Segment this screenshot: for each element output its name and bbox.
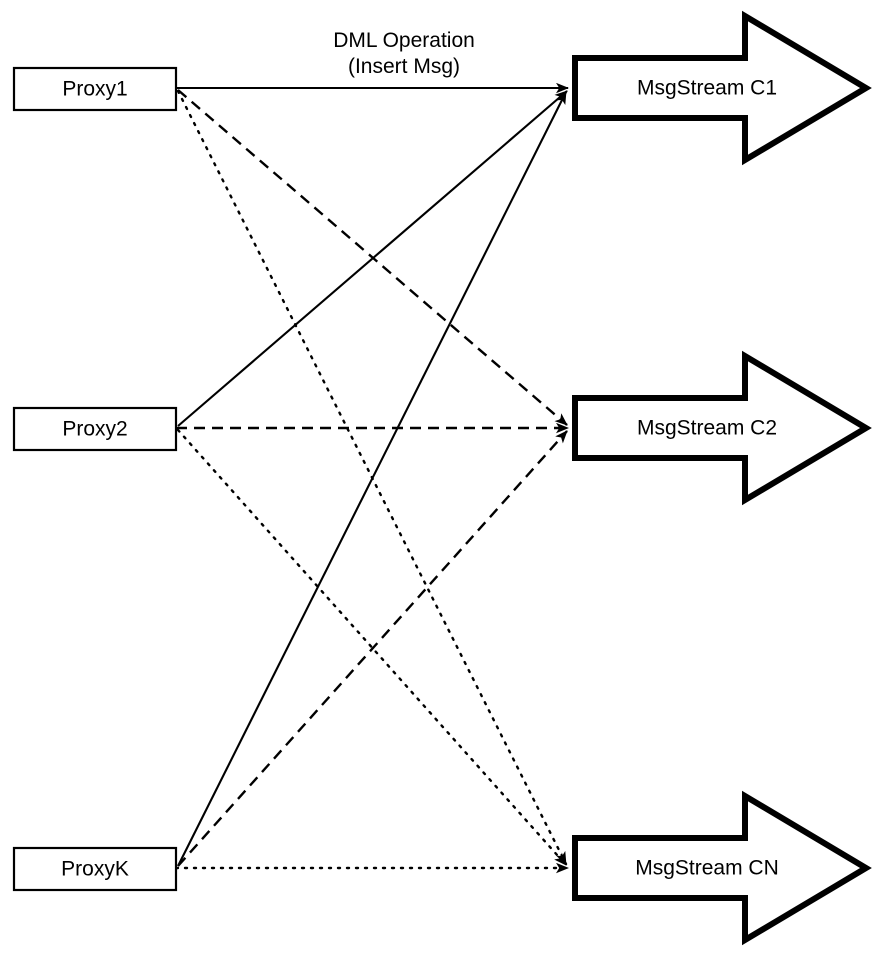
edge-proxyk-to-stream-c1: [177, 91, 567, 867]
proxy1-box[interactable]: [12, 66, 178, 112]
stream-c1-arrow-shape[interactable]: [572, 10, 872, 166]
proxy-node-proxy2[interactable]: Proxy2: [12, 406, 178, 452]
stream-node-c1[interactable]: MsgStream C1: [572, 10, 872, 166]
edge-proxy2-to-stream-cn: [176, 428, 568, 867]
proxy1-label: Proxy1: [62, 78, 127, 101]
edge-proxyk-to-stream-c2: [177, 430, 568, 867]
stream-node-cn[interactable]: MsgStream CN: [572, 790, 872, 946]
edge-proxy2-to-stream-c1: [177, 90, 568, 427]
stream-cn-arrow-shape[interactable]: [572, 790, 872, 946]
proxy-node-proxyk[interactable]: ProxyK: [12, 846, 178, 892]
edge-group-proxy2: [176, 90, 569, 867]
dml-operation-title: DML Operation: [333, 29, 475, 52]
dml-operation-label-group: DML Operation (Insert Msg): [333, 29, 475, 78]
stream-cn-label: MsgStream CN: [635, 857, 779, 880]
edge-group-proxyk: [174, 91, 570, 874]
proxy2-box[interactable]: [12, 406, 178, 452]
proxyk-box[interactable]: [12, 846, 178, 892]
stream-c2-label: MsgStream C2: [637, 417, 777, 440]
stream-node-c2[interactable]: MsgStream C2: [572, 350, 872, 506]
proxy2-label: Proxy2: [62, 418, 127, 441]
stream-c2-arrow-shape[interactable]: [572, 350, 872, 506]
stream-c1-label: MsgStream C1: [637, 77, 777, 100]
dml-operation-subtitle: (Insert Msg): [348, 55, 460, 78]
proxy-node-proxy1[interactable]: Proxy1: [12, 66, 178, 112]
proxyk-label: ProxyK: [61, 858, 129, 881]
